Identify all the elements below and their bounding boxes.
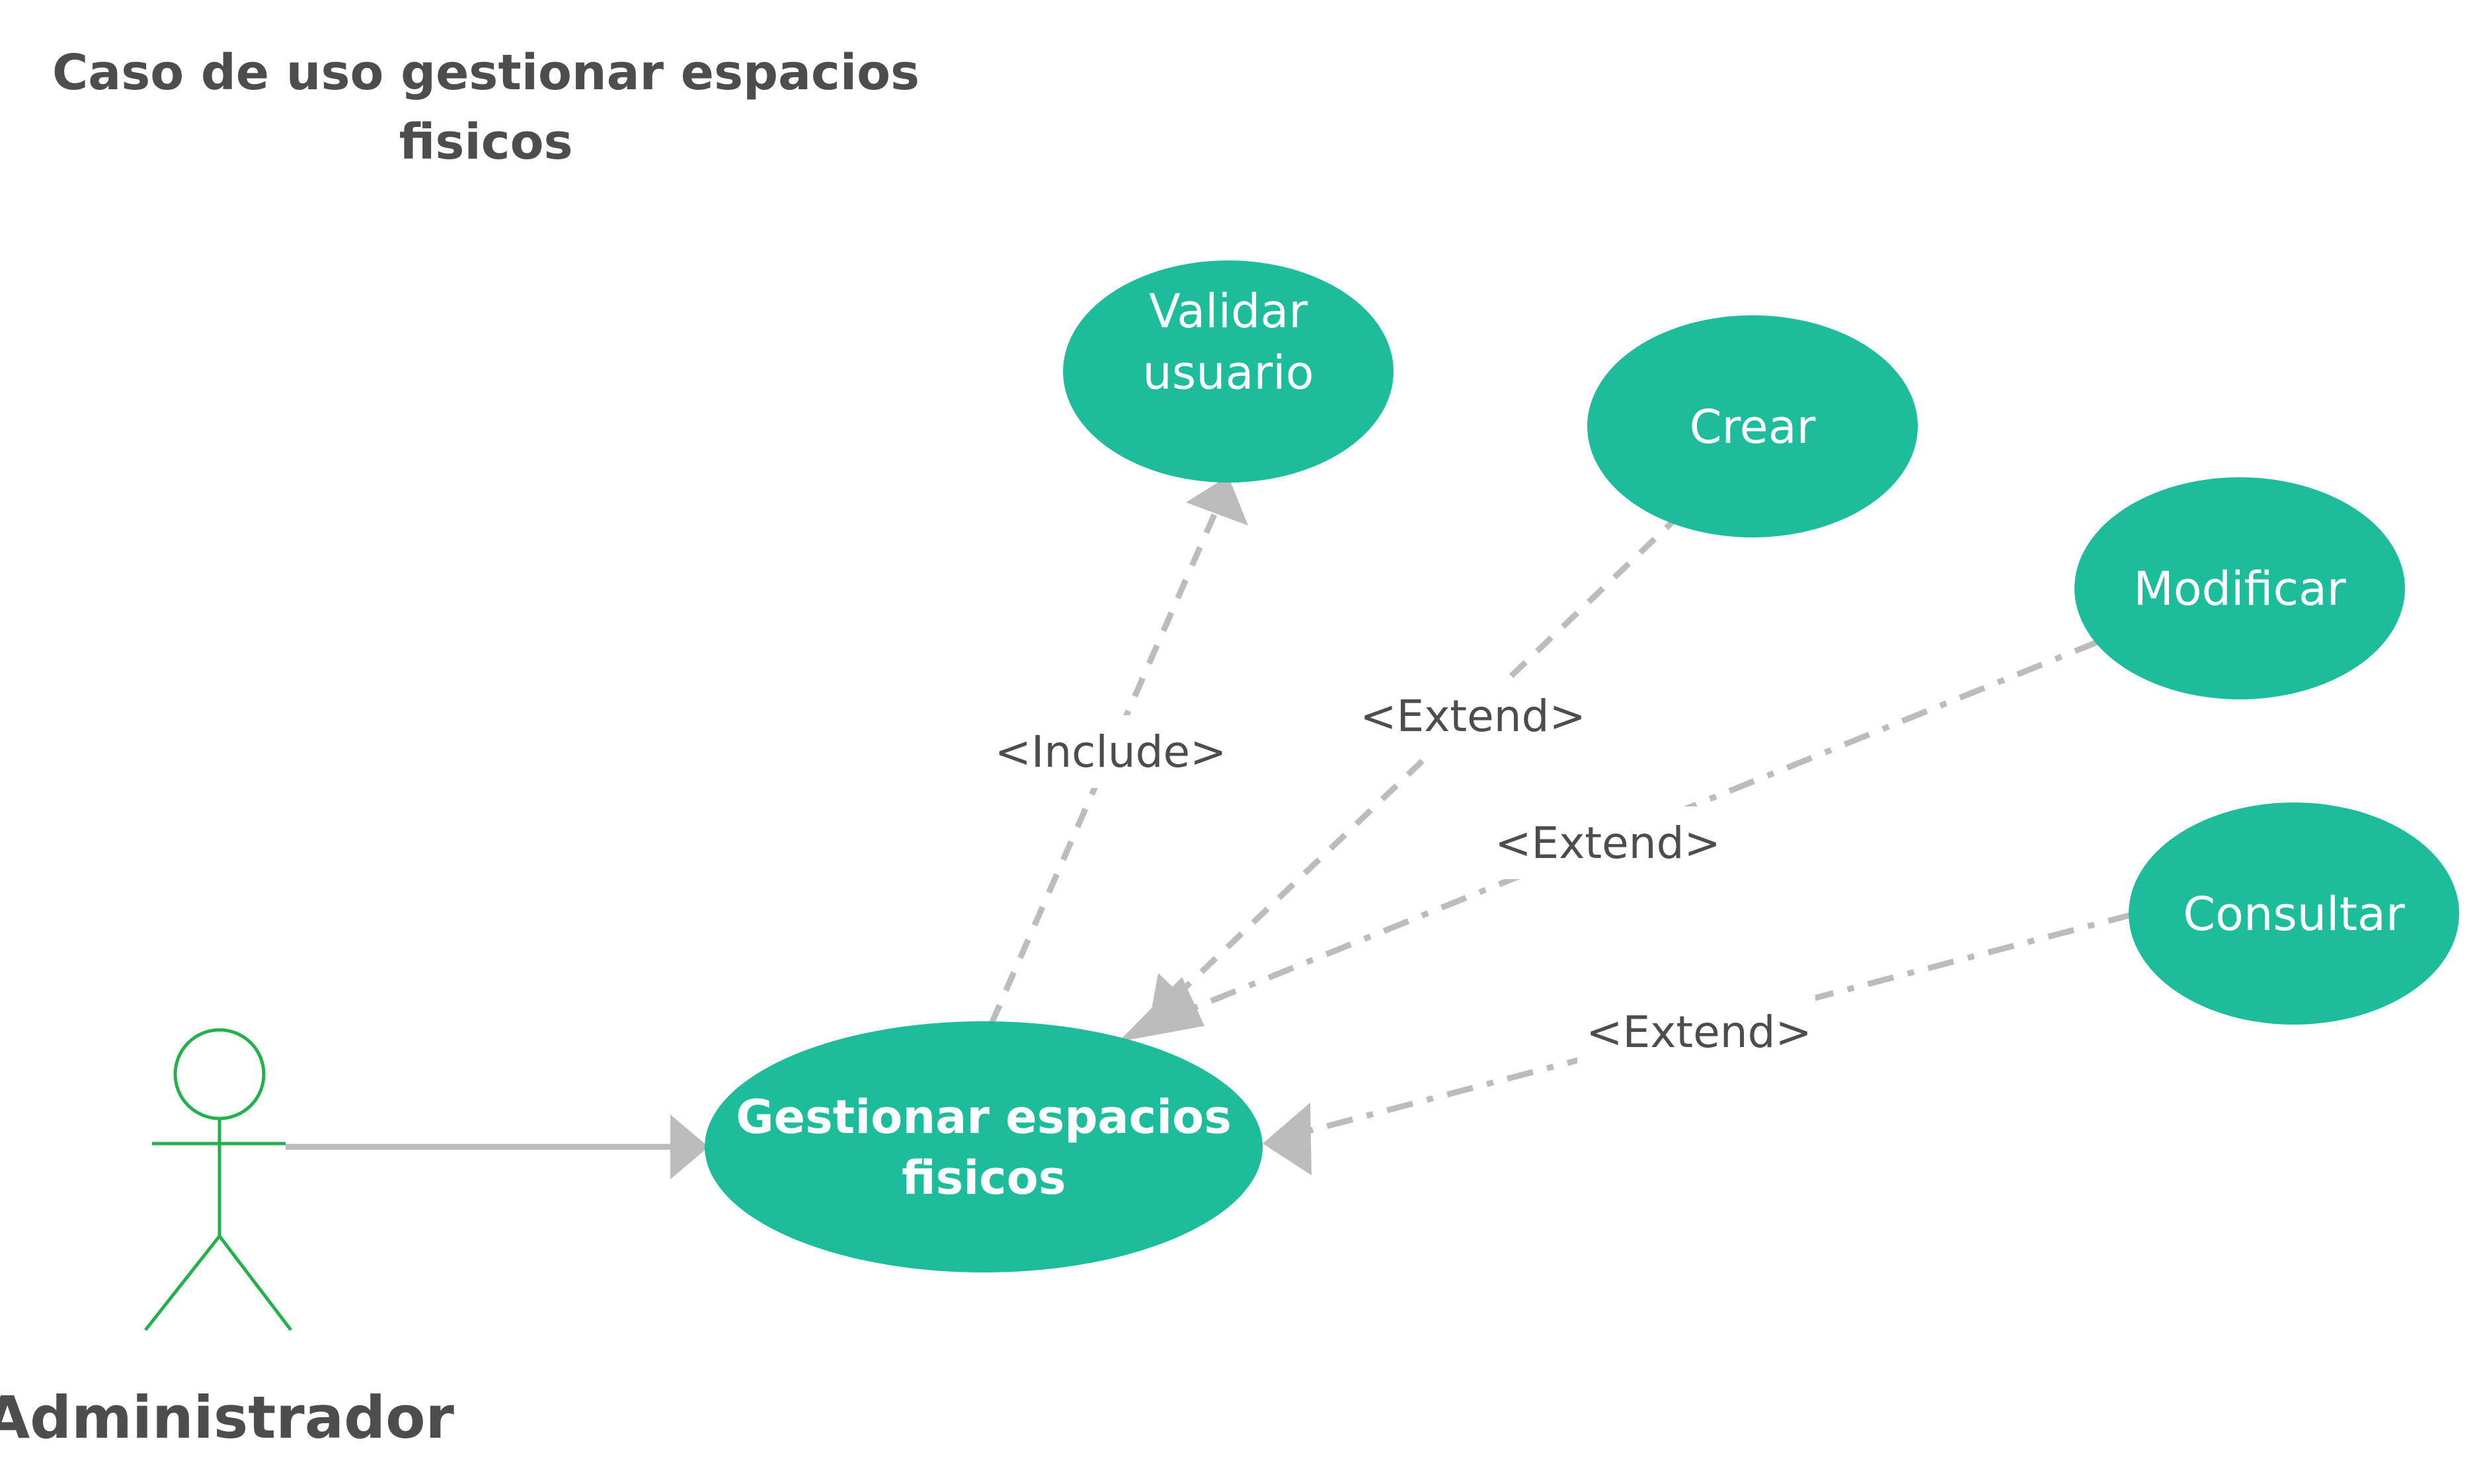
use-case-validar-label-line-1: Validar (1149, 284, 1308, 338)
association-arrowhead (670, 1114, 709, 1179)
actor-head-icon (173, 1028, 266, 1120)
include-label-bg (992, 715, 1230, 788)
use-case-consultar-label: Consultar (2183, 887, 2405, 941)
use-case-modificar-label: Modificar (2133, 562, 2346, 616)
extend-consultar-label-bg (1577, 996, 1815, 1068)
actor-administrador[interactable] (144, 1028, 292, 1331)
extend-crear-label: <Extend> (1360, 691, 1586, 742)
diagram-title-line-1: Caso de uso gestionar espacios (52, 44, 920, 101)
extend-crear-line (1171, 512, 1683, 1001)
actor-name: Administrador (0, 1384, 455, 1452)
use-case-crear[interactable]: Crear (1587, 315, 1918, 537)
use-case-validar-label-line-2: usuario (1142, 346, 1314, 400)
use-case-modificar[interactable]: Modificar (2074, 477, 2405, 699)
extend-crear-label-bg (1355, 680, 1593, 752)
use-case-crear-label: Crear (1690, 400, 1816, 454)
extend-modificar-line (1194, 638, 2101, 1011)
use-case-validar-usuario[interactable]: Validar usuario (1063, 260, 1394, 483)
extend-consultar-label: <Extend> (1586, 1007, 1812, 1058)
use-case-gestionar-label-line-2: fisicos (902, 1151, 1066, 1205)
extend-consultar-arrowhead (1263, 1103, 1312, 1175)
extend-modificar-label-bg (1487, 806, 1732, 879)
include-arrowhead (1186, 476, 1248, 526)
actor-left-leg (144, 1235, 221, 1331)
include-line (988, 512, 1218, 1025)
include-label: <Include> (995, 726, 1227, 777)
extend-modificar-label: <Extend> (1495, 818, 1721, 869)
extend-modificar-arrowhead (1119, 977, 1204, 1042)
diagram-title-line-2: fisicos (399, 114, 572, 171)
use-case-consultar[interactable]: Consultar (2129, 802, 2459, 1025)
actor-right-leg (218, 1235, 292, 1331)
extend-consultar-line (1294, 911, 2135, 1138)
use-case-gestionar-label-line-1: Gestionar espacios (736, 1090, 1232, 1144)
use-case-gestionar-espacios-fisicos[interactable]: Gestionar espacios fisicos (705, 1021, 1263, 1272)
